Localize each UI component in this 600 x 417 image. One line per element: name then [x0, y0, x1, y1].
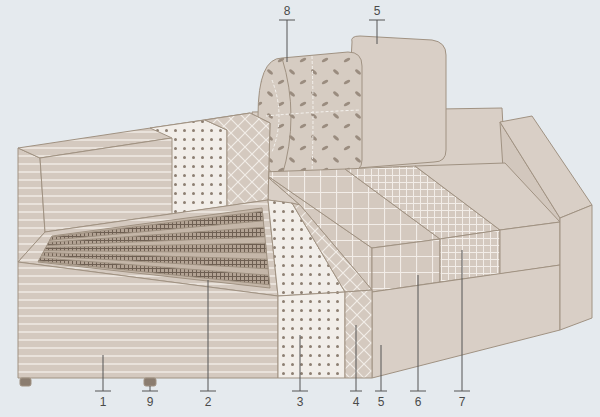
quilting-seam	[272, 80, 279, 152]
callout-number: 8	[284, 4, 291, 18]
fibre-layer-front	[345, 290, 372, 378]
callout-number: 1	[100, 395, 107, 409]
cushion-edge	[282, 58, 291, 176]
callout-number: 5	[374, 4, 381, 18]
leaf-cushion	[258, 52, 362, 176]
leader-line	[350, 325, 362, 391]
callout-number: 2	[205, 395, 212, 409]
callout-number: 3	[297, 395, 304, 409]
leader-line	[369, 20, 385, 44]
fibre-layer-cut	[205, 113, 270, 206]
callout-number: 4	[353, 395, 360, 409]
leader-line	[142, 386, 158, 391]
arm-front	[560, 205, 592, 330]
callout-number: 9	[147, 395, 154, 409]
callout-number: 7	[459, 395, 466, 409]
slat	[41, 253, 268, 269]
sofa-base	[372, 265, 560, 378]
leader-line	[292, 335, 308, 391]
leader-line	[375, 345, 387, 391]
quilting-seam	[266, 110, 360, 116]
quilting-seam	[312, 56, 313, 173]
foot	[20, 378, 31, 386]
leader-line	[454, 250, 470, 391]
leader-line	[200, 280, 216, 391]
leader-line	[95, 355, 111, 391]
leader-line	[410, 275, 426, 391]
chaise-front	[18, 262, 278, 378]
fibre-layer-top	[292, 203, 372, 292]
slat	[50, 211, 263, 240]
arm-top	[500, 116, 592, 218]
seat-topper-front	[440, 230, 500, 282]
callout-number: 5	[378, 395, 385, 409]
leader-line	[279, 20, 295, 62]
foot	[144, 378, 156, 386]
callout-number: 6	[415, 395, 422, 409]
foam-layer-front	[278, 292, 345, 378]
foam-layer-cut	[150, 120, 227, 214]
